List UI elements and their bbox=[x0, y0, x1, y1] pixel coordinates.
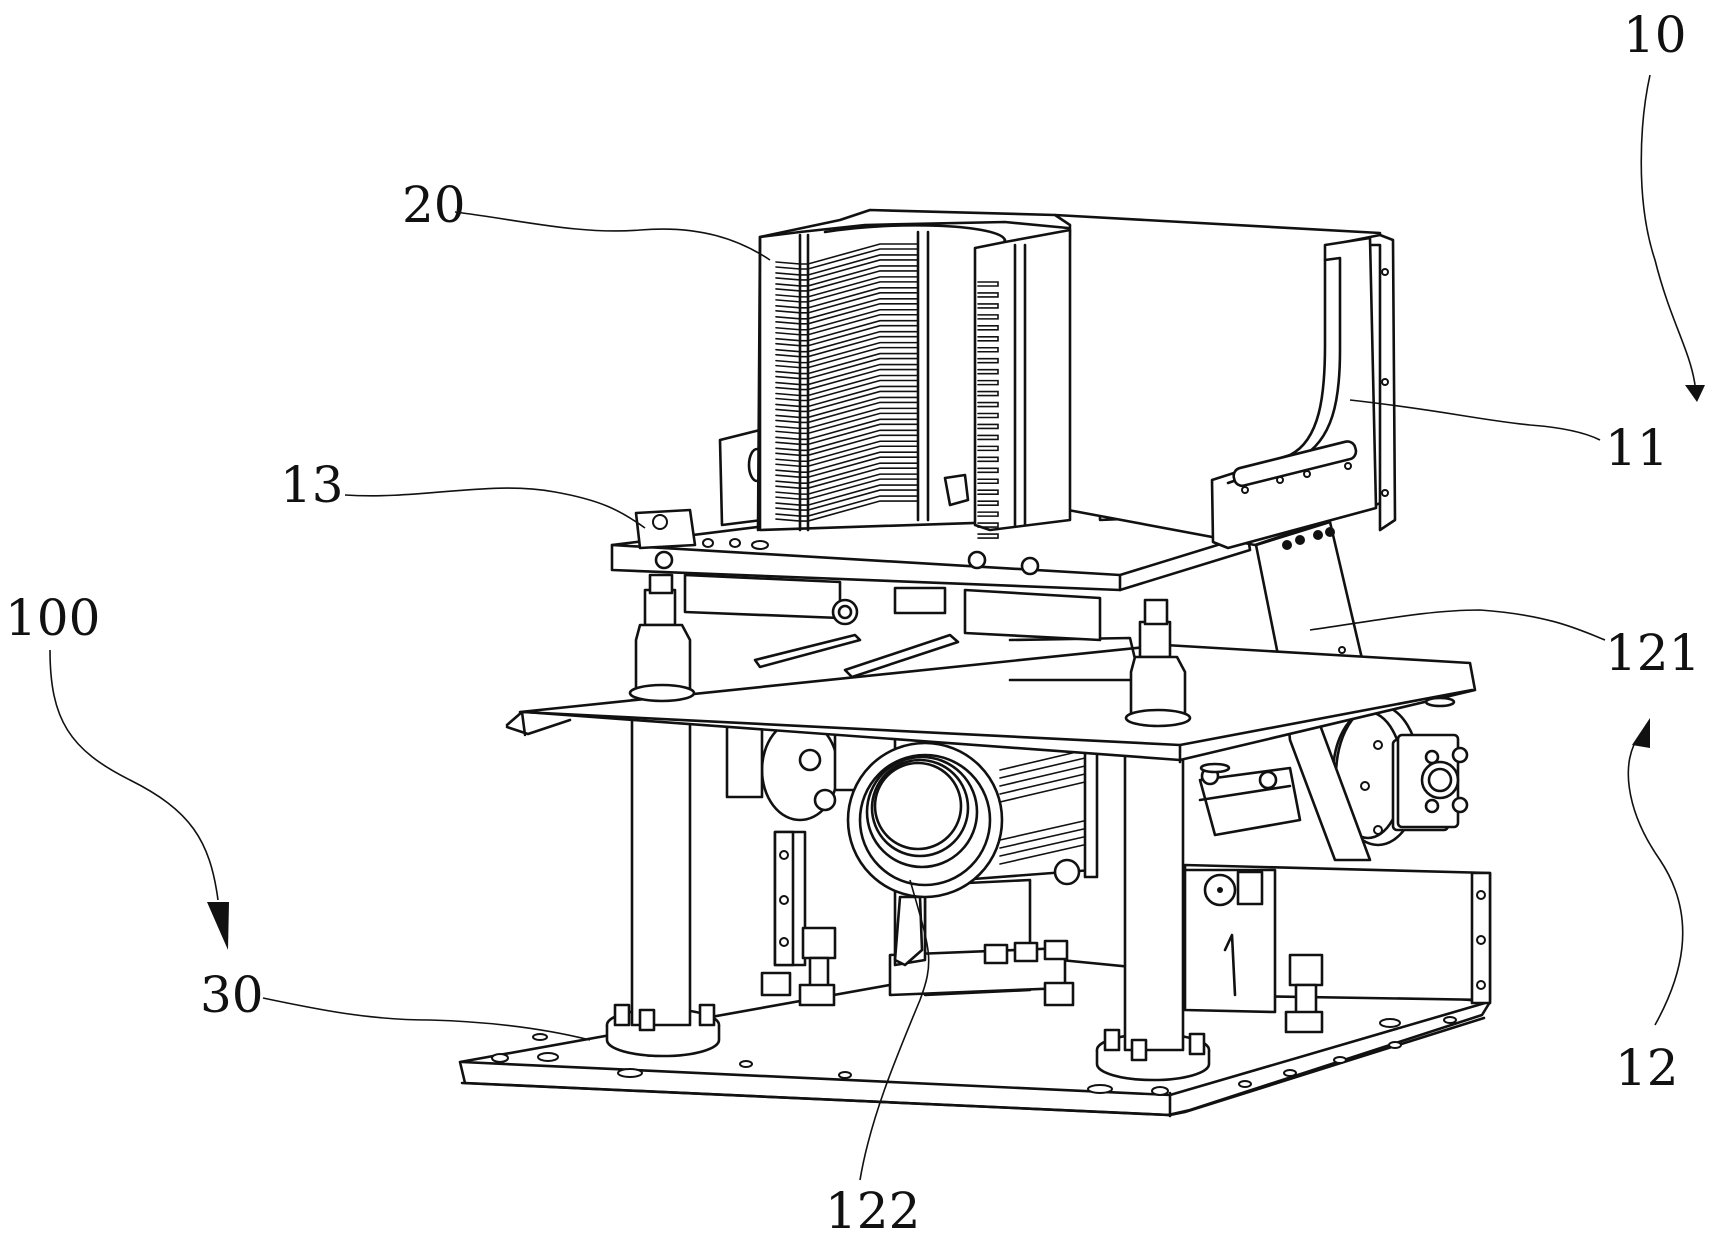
cassette-slot-left bbox=[775, 462, 919, 489]
cassette-slot-right bbox=[977, 390, 999, 397]
cassette-slot-left bbox=[775, 407, 919, 435]
motor bbox=[725, 718, 1099, 967]
label-100: 100 bbox=[5, 589, 100, 647]
cassette-slot-right bbox=[977, 456, 999, 463]
cassette-slot-right bbox=[977, 303, 999, 309]
cassette-slot-right bbox=[977, 434, 999, 441]
cassette-slot-left bbox=[775, 308, 919, 336]
label-121: 121 bbox=[1605, 624, 1700, 682]
cassette-slot-left bbox=[775, 287, 919, 314]
cassette-slot-left bbox=[775, 429, 919, 457]
label-122: 122 bbox=[825, 1182, 920, 1238]
cassette-slot-right bbox=[977, 522, 999, 528]
cassette-slot-right bbox=[977, 314, 999, 320]
cassette-slot-left bbox=[775, 451, 919, 479]
cassette-slot-right bbox=[977, 346, 999, 353]
cassette-slot-left bbox=[775, 363, 919, 391]
cassette-slot-left bbox=[775, 319, 919, 347]
cassette-slots-right bbox=[977, 281, 999, 539]
cassette-slot-right bbox=[977, 478, 999, 485]
label-11: 11 bbox=[1605, 419, 1669, 477]
cassette-slot-right bbox=[977, 412, 999, 419]
cassette-slot-right bbox=[977, 467, 999, 474]
cassette-slot-right bbox=[977, 368, 999, 375]
cassette-slot-right bbox=[977, 335, 999, 342]
cassette-slot-left bbox=[775, 495, 919, 522]
label-30: 30 bbox=[200, 966, 264, 1024]
cassette-slot-right bbox=[977, 292, 999, 298]
cassette-slot-right bbox=[977, 500, 999, 506]
motor-fins bbox=[999, 749, 1089, 865]
adjustable-feet bbox=[628, 573, 1192, 728]
cassette-slot-left bbox=[775, 352, 919, 380]
back-wall bbox=[1053, 213, 1397, 550]
cassette-slot-left bbox=[775, 330, 919, 358]
cassette-slot-left bbox=[775, 276, 919, 303]
cassette-slot-right bbox=[977, 423, 999, 430]
cassette-slot-left bbox=[775, 396, 919, 424]
cassette-slot-left bbox=[775, 341, 919, 369]
label-10: 10 bbox=[1623, 6, 1687, 64]
cassette-slot-left bbox=[775, 473, 919, 500]
cassette-slot-right bbox=[977, 533, 999, 539]
cassette-slot-left bbox=[775, 297, 919, 325]
cassette-slot-right bbox=[977, 379, 999, 386]
support-columns bbox=[605, 698, 1211, 1082]
cassette-slot-left bbox=[775, 385, 919, 413]
cassette-slot-left bbox=[775, 418, 919, 446]
label-13: 13 bbox=[280, 456, 344, 514]
standoff-bolts bbox=[760, 926, 1324, 1034]
cassette-slot-left bbox=[775, 254, 919, 281]
cassette-slot-right bbox=[977, 325, 999, 331]
cassette-slot-left bbox=[775, 374, 919, 402]
cassette-slot-left bbox=[775, 440, 919, 468]
cassette-slot-right bbox=[977, 357, 999, 364]
label-20: 20 bbox=[402, 176, 466, 234]
cassette-slot-left bbox=[775, 243, 919, 270]
wafer-cassette bbox=[756, 208, 1072, 539]
callouts: 10 11 121 12 13 20 100 30 122 bbox=[5, 6, 1705, 1238]
cassette-slot-left bbox=[775, 484, 919, 511]
base-holes bbox=[491, 1016, 1457, 1096]
label-12: 12 bbox=[1615, 1039, 1679, 1097]
top-undercarriage bbox=[683, 573, 1102, 642]
cassette-slots-left bbox=[775, 243, 919, 522]
cassette-slot-right bbox=[977, 511, 999, 517]
cassette-slot-right bbox=[977, 401, 999, 408]
cassette-slot-right bbox=[977, 281, 999, 287]
cassette-slot-left bbox=[775, 265, 919, 292]
cassette-slot-right bbox=[977, 489, 999, 496]
cassette-slot-right bbox=[977, 445, 999, 452]
